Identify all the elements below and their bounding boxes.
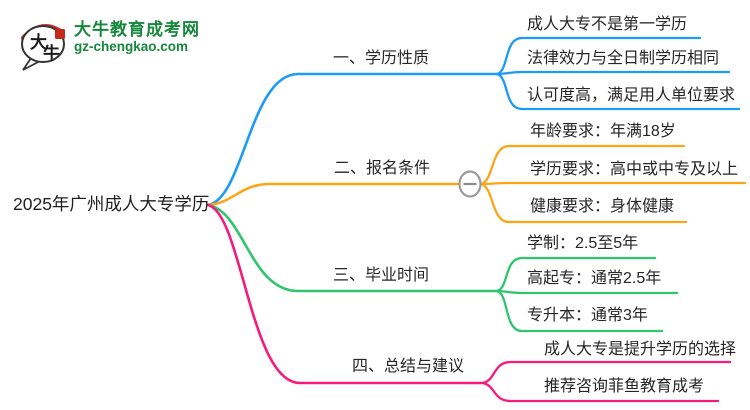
logo-bubble xyxy=(21,25,65,63)
branch-1-line xyxy=(206,72,499,207)
branch-2-child-3[interactable]: 健康要求：身体健康 xyxy=(530,198,675,215)
branch-2-child-2-line xyxy=(479,181,747,186)
branch-2-line xyxy=(206,182,461,207)
site-name: 大牛教育成考网 xyxy=(74,20,200,39)
logo-char-1: 大 xyxy=(30,32,47,52)
collapse-button[interactable] xyxy=(458,170,482,198)
branch-3-line xyxy=(206,203,499,293)
branch-4-child-2[interactable]: 推荐咨询菲鱼教育成考 xyxy=(544,378,705,395)
branch-3-label[interactable]: 三、毕业时间 xyxy=(333,267,430,284)
branch-4-child-2-line xyxy=(481,381,720,403)
branch-3-child-3[interactable]: 专升本：通常3年 xyxy=(527,307,648,324)
branch-1-child-2-line xyxy=(495,70,731,76)
branch-4-line xyxy=(206,203,485,385)
branch-2-child-1-line xyxy=(479,144,686,186)
logo-char-2: 牛 xyxy=(43,43,60,63)
branch-3-child-2[interactable]: 高起专：通常2.5年 xyxy=(527,270,662,287)
site-url: gz-chengkao.com xyxy=(74,39,189,54)
branch-1-child-3[interactable]: 认可度高，满足用人单位要求 xyxy=(527,87,736,104)
branch-3-child-1[interactable]: 学制：2.5至5年 xyxy=(527,235,639,252)
branch-1-child-1-line xyxy=(495,36,702,76)
branch-1-child-3-line xyxy=(495,72,741,111)
branch-3-child-3-line xyxy=(495,289,664,333)
site-logo[interactable]: 大 牛 大牛教育成考网 gz-chengkao.com xyxy=(10,14,200,72)
branch-3-child-2-line xyxy=(495,289,679,295)
branch-1-label[interactable]: 一、学历性质 xyxy=(333,50,430,67)
branch-3-child-1-line xyxy=(495,256,657,293)
logo-bubble-icon: 大 牛 xyxy=(21,24,65,71)
branch-2-child-3-line xyxy=(479,182,688,224)
branch-2-child-1[interactable]: 年龄要求：年满18岁 xyxy=(530,123,676,140)
branch-4-child-1-line xyxy=(481,360,732,385)
branch-1-child-1[interactable]: 成人大专不是第一学历 xyxy=(527,16,688,33)
logo-wordmark: 大牛教育成考网 gz-chengkao.com xyxy=(74,14,200,55)
branch-2-label[interactable]: 二、报名条件 xyxy=(334,160,431,177)
logo-seal xyxy=(55,29,65,39)
branch-4-child-1[interactable]: 成人大专是提升学历的选择 xyxy=(544,341,737,358)
central-topic[interactable]: 2025年广州成人大专学历 xyxy=(13,194,210,214)
branch-2-child-2[interactable]: 学历要求：高中或中专及以上 xyxy=(530,161,739,178)
branch-1-child-2[interactable]: 法律效力与全日制学历相同 xyxy=(527,50,720,67)
branch-4-label[interactable]: 四、总结与建议 xyxy=(352,358,465,375)
